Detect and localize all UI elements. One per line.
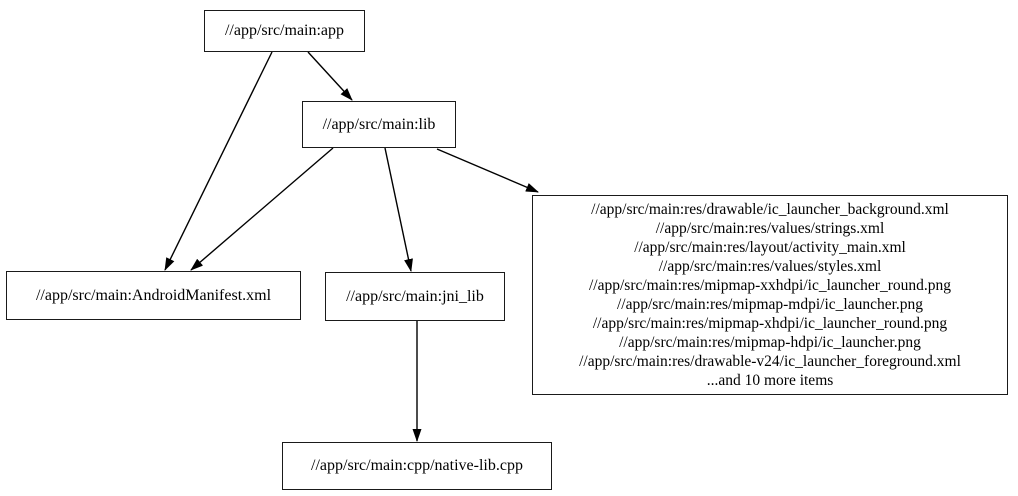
node-lib-label: //app/src/main:lib — [322, 115, 436, 133]
resource-line: //app/src/main:res/mipmap-xxhdpi/ic_laun… — [588, 277, 951, 294]
resource-line: //app/src/main:res/drawable/ic_launcher_… — [591, 201, 949, 218]
resource-line: //app/src/main:res/mipmap-hdpi/ic_launch… — [619, 334, 921, 351]
resource-line: //app/src/main:res/mipmap-xhdpi/ic_launc… — [592, 315, 948, 332]
resource-line: //app/src/main:res/drawable-v24/ic_launc… — [579, 353, 961, 370]
resource-line: //app/src/main:res/layout/activity_main.… — [634, 239, 906, 256]
edge-app-to-lib — [307, 51, 353, 101]
node-lib-target: //app/src/main:lib — [302, 101, 456, 148]
edge-lib-to-resources — [436, 148, 539, 193]
edge-lib-to-manifest — [190, 147, 334, 271]
node-jni-lib-target: //app/src/main:jni_lib — [325, 272, 505, 321]
resource-line-more-items: ...and 10 more items — [706, 372, 834, 389]
node-resources-group: //app/src/main:res/drawable/ic_launcher_… — [532, 195, 1008, 395]
edge-lib-to-jni-lib — [384, 147, 413, 272]
node-android-manifest-label: //app/src/main:AndroidManifest.xml — [35, 286, 272, 304]
node-jni-lib-label: //app/src/main:jni_lib — [346, 287, 484, 305]
node-native-lib-cpp: //app/src/main:cpp/native-lib.cpp — [282, 442, 552, 490]
resource-line: //app/src/main:res/values/styles.xml — [658, 258, 882, 275]
node-app-target: //app/src/main:app — [204, 10, 365, 52]
node-android-manifest: //app/src/main:AndroidManifest.xml — [6, 271, 301, 320]
resource-line: //app/src/main:res/mipmap-mdpi/ic_launch… — [616, 296, 924, 313]
edge-app-to-manifest — [164, 51, 273, 271]
resource-line: //app/src/main:res/values/strings.xml — [655, 220, 885, 237]
node-native-lib-cpp-label: //app/src/main:cpp/native-lib.cpp — [311, 457, 523, 474]
node-app-label: //app/src/main:app — [224, 22, 345, 39]
